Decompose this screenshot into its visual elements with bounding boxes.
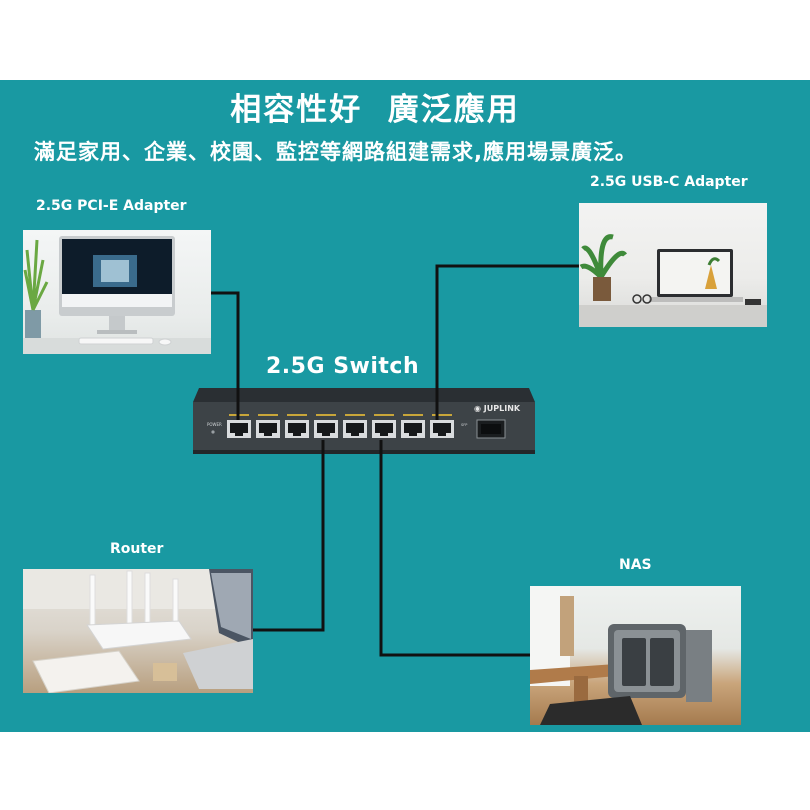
label-usbc-adapter: 2.5G USB-C Adapter xyxy=(590,174,748,190)
network-switch: POWER SFP xyxy=(193,388,535,454)
page-subtitle: 滿足家用、企業、校園、監控等網路組建需求,應用場景廣泛。 xyxy=(34,140,637,164)
brand-logo: ◉ JUPLINK xyxy=(474,404,520,413)
ethernet-port xyxy=(430,414,454,438)
label-pcie-adapter: 2.5G PCI-E Adapter xyxy=(36,198,187,214)
juplink-logo-icon: ◉ xyxy=(474,404,481,413)
ethernet-port xyxy=(285,414,309,438)
ethernet-port xyxy=(343,414,367,438)
label-router: Router xyxy=(110,541,164,557)
photo-laptop-usbc xyxy=(579,203,767,327)
label-nas: NAS xyxy=(619,557,652,573)
photo-nas xyxy=(530,586,741,725)
ethernet-ports xyxy=(227,414,454,438)
cable-pcie xyxy=(211,291,240,420)
page-title: 相容性好 廣泛應用 xyxy=(230,92,520,128)
svg-text:SFP: SFP xyxy=(461,423,467,427)
cable-router xyxy=(253,440,325,632)
ethernet-port xyxy=(256,414,280,438)
cable-usbc xyxy=(435,264,579,420)
cable-nas xyxy=(379,440,530,657)
ethernet-port xyxy=(401,414,425,438)
label-switch: 2.5G Switch xyxy=(266,354,420,379)
photo-desktop-computer xyxy=(23,230,211,354)
photo-router xyxy=(23,569,253,693)
ethernet-port xyxy=(314,414,338,438)
svg-text:POWER: POWER xyxy=(207,422,222,427)
brand-name: JUPLINK xyxy=(483,404,521,413)
ethernet-port xyxy=(372,414,396,438)
